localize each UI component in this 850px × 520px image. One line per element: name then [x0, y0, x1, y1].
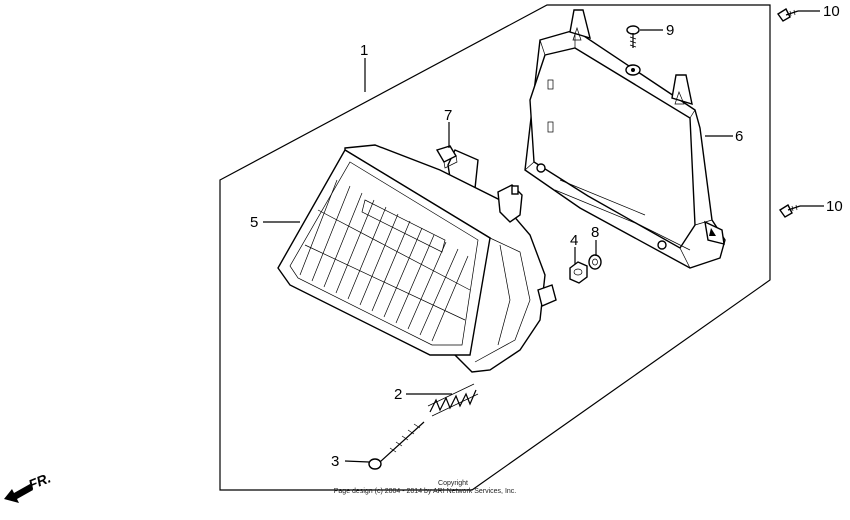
- nut: [569, 261, 588, 284]
- front-direction-indicator: FR.: [4, 469, 53, 503]
- callout-7: 7: [444, 107, 452, 124]
- callout-8: 8: [591, 224, 599, 241]
- screw-9: [626, 25, 640, 48]
- leader-lines: [263, 10, 824, 463]
- callout-3: 3: [331, 453, 339, 470]
- headlight-case: [524, 9, 726, 269]
- direction-label: FR.: [26, 469, 53, 492]
- screw-10-bottom: [778, 203, 801, 218]
- copyright-notice: Page design (c) 2004 - 2014 by ARI Netwo…: [334, 488, 517, 495]
- adjusting-spring: [427, 383, 479, 417]
- screw-10-top: [776, 7, 799, 22]
- callout-4: 4: [570, 232, 578, 249]
- headlight-unit: [277, 144, 557, 373]
- callout-9: 9: [666, 22, 674, 39]
- callout-2: 2: [394, 386, 402, 403]
- front-arrow-icon: [4, 484, 33, 503]
- adjusting-screw: [368, 421, 425, 470]
- assembly-boundary: [219, 4, 771, 491]
- callout-6: 6: [735, 128, 743, 145]
- callout-10-top: 10: [823, 3, 840, 20]
- clip-nut: [435, 145, 458, 169]
- copyright-label: Copyright: [438, 480, 468, 487]
- callout-5: 5: [250, 214, 258, 231]
- callout-1: 1: [360, 42, 368, 59]
- washer: [588, 254, 602, 270]
- callout-10-bottom: 10: [826, 198, 843, 215]
- callouts: 1 2 3 4 5 6 7 8 9 10 10: [250, 3, 843, 470]
